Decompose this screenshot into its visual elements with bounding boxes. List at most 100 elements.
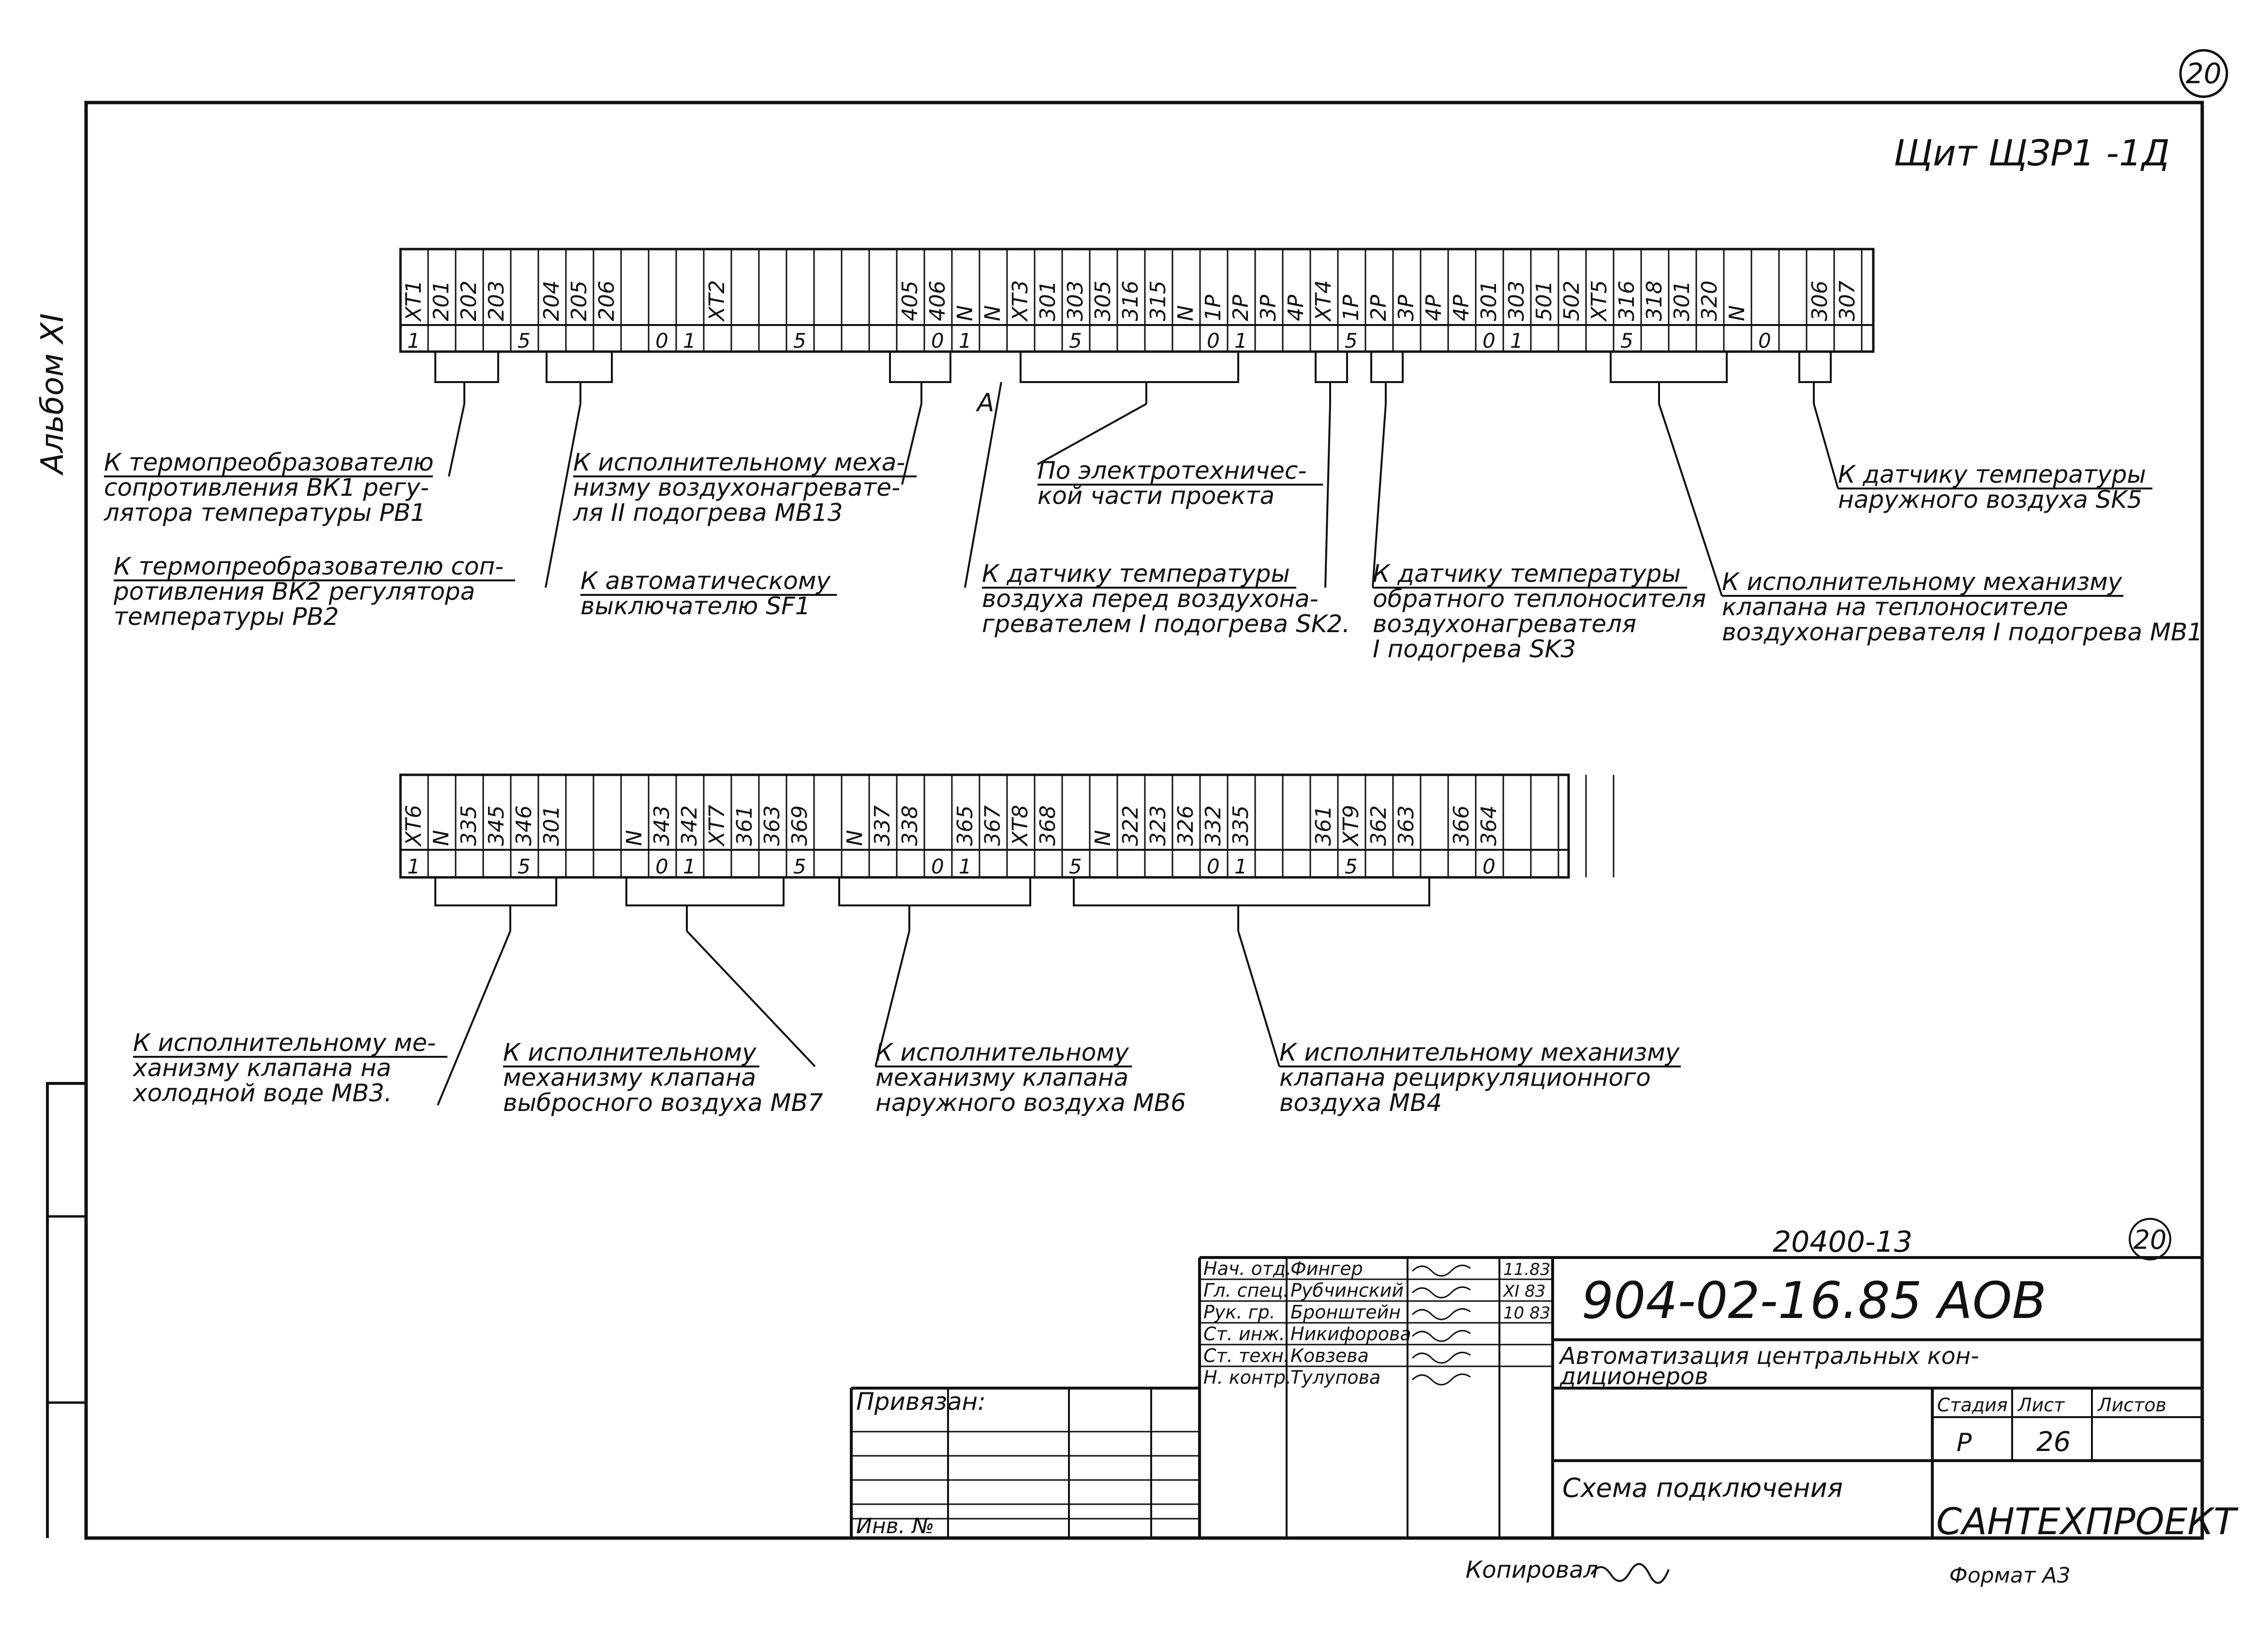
strip-2-terminal-number: 1 <box>1234 855 1247 878</box>
strip-1-terminal-label: 301 <box>1477 281 1501 321</box>
strip-2-terminal-number: 0 <box>1482 855 1496 878</box>
callout-row-1-label-line: лятора температуры РВ1 <box>104 499 426 527</box>
strip-2-terminal-number: 0 <box>1207 855 1220 878</box>
left-stamp-column <box>46 1082 86 1538</box>
sheet-number-circle <box>2179 49 2228 98</box>
strip-2-terminal-label: 301 <box>539 805 564 846</box>
strip-1-terminal-label: N <box>1725 305 1749 321</box>
strip-1-terminal-label: 202 <box>457 281 481 321</box>
sheet-title: Схема подключения <box>1562 1473 1843 1503</box>
strip-1-terminal-label: 2P <box>1229 295 1253 321</box>
strip-2-terminal-label: 326 <box>1173 805 1198 846</box>
strip-2-terminal-label: 361 <box>1311 805 1336 846</box>
organization: САНТЕХПРОЕКТ <box>1936 1500 2238 1543</box>
strip-1-terminal-label: XT4 <box>1311 280 1336 322</box>
callout-row-2-label-line: воздуха МВ4 <box>1279 1089 1442 1117</box>
sheet-value: 26 <box>2036 1426 2071 1458</box>
strip-1-terminal-label: 1P <box>1201 295 1226 321</box>
strip-1-terminal-label: 204 <box>539 281 564 321</box>
title-block <box>850 1256 2202 1538</box>
strip-1-terminal-label: 205 <box>567 281 592 321</box>
callout-row-2-label-line: ханизму клапана на <box>132 1054 391 1082</box>
strip-2-terminal-label: 338 <box>898 805 922 846</box>
strip-2-terminal-label: XT8 <box>1008 805 1033 847</box>
document-code: 20400-13 <box>1773 1225 1912 1259</box>
sheet-frame <box>84 101 2204 1540</box>
strip-2-terminal-label: 342 <box>677 805 702 846</box>
strip-2-terminal-label: 343 <box>650 805 674 846</box>
strip-1-terminal-number: 1 <box>683 329 696 353</box>
drawing-title-line-1: Автоматизация центральных кон- <box>1558 1343 1979 1370</box>
strip-1-terminal-number: 5 <box>518 329 531 353</box>
strip-1-terminal-number: 1 <box>959 329 972 353</box>
strip-1-terminal-number: 0 <box>1758 329 1771 353</box>
role-label: Гл. спец. <box>1203 1280 1289 1301</box>
callout-row-2-label-line: клапана рециркуляционного <box>1279 1064 1651 1092</box>
strip-1-terminal-label: 201 <box>429 281 454 321</box>
person-name: Никифорова <box>1290 1323 1411 1345</box>
role-label: Рук. гр. <box>1203 1302 1275 1323</box>
role-label: Ст. инж. <box>1203 1323 1285 1345</box>
strip-2-terminal-number: 5 <box>793 855 806 878</box>
person-name: Фингер <box>1290 1258 1363 1279</box>
copier-signature <box>1590 1563 1670 1584</box>
callout-row-1-label-line: ротивления ВК2 регулятора <box>113 577 475 606</box>
strip-1-terminal-label: 206 <box>594 281 619 321</box>
callout-row-1-label-line: выключателю SF1 <box>580 592 811 620</box>
strip-1-terminal-label: 307 <box>1835 281 1860 321</box>
callout-row-1-label-line: К датчику температуры <box>982 560 1290 588</box>
callout-row-1-label-line: воздуха перед воздухона- <box>982 585 1319 613</box>
strip-1-terminal-label: 305 <box>1091 281 1115 321</box>
strip-2-terminal-label: N <box>1091 830 1115 846</box>
signature-scribble <box>1411 1373 1471 1386</box>
strip-1-terminal-label: 4P <box>1449 295 1474 321</box>
person-name: Тулупова <box>1290 1367 1380 1388</box>
strip-2-terminal-number: 5 <box>1069 855 1082 878</box>
strip-1-terminal-label: N <box>980 305 1005 321</box>
strip-2-terminal-number: 5 <box>518 855 531 878</box>
callout-row-2-label-line: выбросного воздуха МВ7 <box>503 1089 823 1117</box>
callout-row-1-label-line: наружного воздуха SK5 <box>1838 486 2142 514</box>
callout-row-1-label-line: сопротивления ВК1 регу- <box>104 474 429 502</box>
strip-2-terminal-label: 367 <box>980 805 1005 846</box>
panel-label: Щит ЩЗР1 -1Д <box>1894 133 2170 174</box>
copied-label: Копировал <box>1466 1556 1598 1584</box>
signature-scribble <box>1411 1264 1471 1277</box>
strip-1-terminal-number: 1 <box>1234 329 1247 353</box>
strip-1-terminal-number: 0 <box>931 329 944 353</box>
strip-2-terminal-number: 1 <box>407 855 420 878</box>
format-label: Формат А3 <box>1949 1563 2071 1588</box>
strip-2-terminal-label: 364 <box>1477 805 1501 846</box>
sheet-header: Лист <box>2017 1394 2065 1416</box>
terminal-strip-1-frame <box>399 248 1875 353</box>
stage-header: Стадия <box>1937 1394 2008 1416</box>
callout-row-1-label-line: I подогрева SK3 <box>1373 635 1576 663</box>
strip-1-terminal-label: 301 <box>1670 281 1694 321</box>
strip-1-terminal-label: 405 <box>898 281 922 321</box>
strip-1-terminal-label: 316 <box>1615 281 1639 321</box>
strip-2-terminal-label: 335 <box>457 805 481 846</box>
strip-2-terminal-label: 332 <box>1201 805 1226 846</box>
sheets-header: Листов <box>2097 1394 2166 1416</box>
strip-1-terminal-number: 1 <box>1510 329 1523 353</box>
drawing-title-line-2: диционеров <box>1559 1363 1708 1390</box>
signature-scribble <box>1411 1286 1471 1299</box>
strip-1-terminal-number: 0 <box>655 329 668 353</box>
strip-2-terminal-label: 346 <box>512 805 536 846</box>
callout-row-1-label-line: клапана на теплоносителе <box>1722 593 2068 621</box>
strip-1-terminal-label: 318 <box>1642 281 1667 321</box>
callout-row-1-label-line: К термопреобразователю <box>104 448 434 476</box>
strip-1-terminal-label: 306 <box>1808 281 1832 321</box>
strip-1-terminal-label: XT3 <box>1008 280 1033 322</box>
callout-row-1-label-line: К автоматическому <box>580 567 831 595</box>
strip-1-terminal-label: 502 <box>1559 281 1584 321</box>
strip-1-terminal-label: 301 <box>1036 281 1060 321</box>
strip-1-terminal-label: 315 <box>1146 281 1171 321</box>
role-label: Н. контр. <box>1203 1367 1291 1388</box>
person-name: Рубчинский <box>1290 1280 1404 1301</box>
callout-row-1-label-line: К термопреобразователю соп- <box>114 552 504 580</box>
strip-1-terminal-label: 406 <box>925 281 950 321</box>
strip-1-terminal-label: 303 <box>1504 281 1529 321</box>
